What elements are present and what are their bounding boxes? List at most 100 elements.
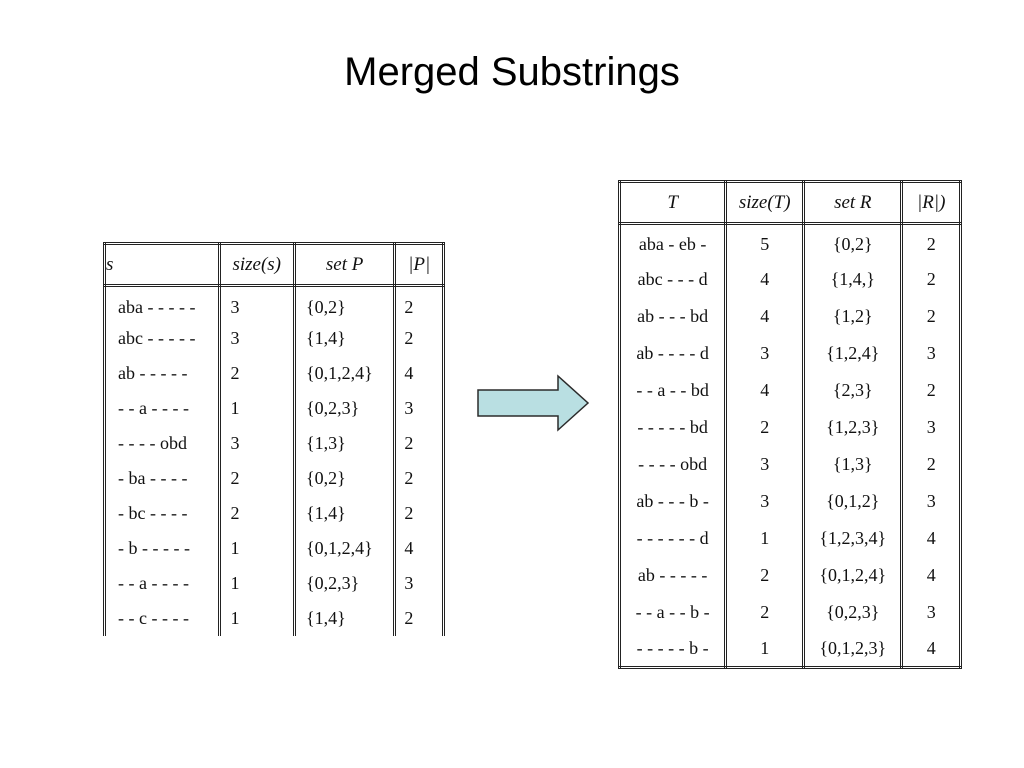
right-cell-string: - - - - - b - xyxy=(617,630,728,669)
left-cell-count: 2 xyxy=(394,460,445,496)
right-table-header-row: T size(T) set R |R|) xyxy=(617,180,962,225)
right-cell-count: 3 xyxy=(901,482,962,520)
left-cell-size: 1 xyxy=(219,600,296,636)
left-cell-string: ab - - - - - xyxy=(103,355,221,391)
right-cell-count: 2 xyxy=(901,260,962,298)
left-cell-count: 2 xyxy=(394,495,445,531)
left-cell-count: 2 xyxy=(394,425,445,461)
right-cell-set: {1,2,4} xyxy=(803,334,904,372)
right-cell-set: {1,2,3,4} xyxy=(803,519,904,557)
left-cell-set: {0,2} xyxy=(294,285,397,321)
right-arrow-icon xyxy=(477,374,590,432)
left-table-row: ab - - - - -2{0,1,2,4}4 xyxy=(103,355,445,391)
right-cell-string: ab - - - bd xyxy=(617,297,728,335)
right-cell-size: 4 xyxy=(725,260,806,298)
right-cell-string: ab - - - - - xyxy=(617,556,728,594)
left-cell-size: 2 xyxy=(219,460,296,496)
right-cell-size: 3 xyxy=(725,445,806,483)
right-cell-size: 1 xyxy=(725,630,806,669)
right-cell-size: 4 xyxy=(725,371,806,409)
right-table-row: ab - - - - -2{0,1,2,4}4 xyxy=(617,556,962,594)
right-cell-string: - - - - obd xyxy=(617,445,728,483)
right-cell-string: - - a - - bd xyxy=(617,371,728,409)
left-cell-size: 3 xyxy=(219,320,296,356)
left-cell-string: aba - - - - - xyxy=(103,285,221,321)
right-cell-set: {0,1,2,3} xyxy=(803,630,904,669)
right-cell-count: 3 xyxy=(901,593,962,631)
left-table-row: - - c - - - -1{1,4}2 xyxy=(103,600,445,636)
left-cell-size: 3 xyxy=(219,285,296,321)
left-cell-string: - - a - - - - xyxy=(103,565,221,601)
right-cell-count: 2 xyxy=(901,445,962,483)
right-cell-string: - - a - - b - xyxy=(617,593,728,631)
left-table-row: abc - - - - -3{1,4}2 xyxy=(103,320,445,356)
left-cell-count: 4 xyxy=(394,530,445,566)
left-table-row: - b - - - - -1{0,1,2,4}4 xyxy=(103,530,445,566)
right-cell-string: ab - - - - d xyxy=(617,334,728,372)
right-cell-set: {1,4,} xyxy=(803,260,904,298)
right-cell-size: 1 xyxy=(725,519,806,557)
right-table-row: - - - - - b -1{0,1,2,3}4 xyxy=(617,630,962,669)
left-cell-size: 1 xyxy=(219,390,296,426)
right-header-count: |R|) xyxy=(901,180,962,225)
left-cell-set: {0,2} xyxy=(294,460,397,496)
left-cell-set: {0,2,3} xyxy=(294,390,397,426)
left-table-row: aba - - - - -3{0,2}2 xyxy=(103,285,445,321)
left-cell-count: 4 xyxy=(394,355,445,391)
left-cell-size: 1 xyxy=(219,530,296,566)
left-header-size: size(s) xyxy=(219,242,296,287)
left-cell-string: - - - - obd xyxy=(103,425,221,461)
right-cell-count: 2 xyxy=(901,223,962,261)
right-cell-set: {0,1,2,4} xyxy=(803,556,904,594)
left-table-header-row: s size(s) set P |P| xyxy=(103,242,445,287)
left-cell-count: 3 xyxy=(394,565,445,601)
left-cell-set: {0,2,3} xyxy=(294,565,397,601)
left-cell-size: 3 xyxy=(219,425,296,461)
left-cell-set: {1,4} xyxy=(294,495,397,531)
right-cell-size: 2 xyxy=(725,556,806,594)
left-cell-string: - b - - - - - xyxy=(103,530,221,566)
left-cell-set: {1,4} xyxy=(294,600,397,636)
slide-title: Merged Substrings xyxy=(344,50,680,94)
right-cell-set: {0,2} xyxy=(803,223,904,261)
right-cell-count: 2 xyxy=(901,371,962,409)
left-table-row: - bc - - - -2{1,4}2 xyxy=(103,495,445,531)
left-table-row: - - a - - - -1{0,2,3}3 xyxy=(103,390,445,426)
right-cell-count: 4 xyxy=(901,519,962,557)
left-cell-set: {1,4} xyxy=(294,320,397,356)
right-cell-string: - - - - - bd xyxy=(617,408,728,446)
right-cell-set: {1,3} xyxy=(803,445,904,483)
left-header-s: s xyxy=(103,242,221,287)
right-header-size: size(T) xyxy=(725,180,806,225)
right-cell-set: {1,2,3} xyxy=(803,408,904,446)
right-cell-string: abc - - - d xyxy=(617,260,728,298)
right-cell-count: 2 xyxy=(901,297,962,335)
right-cell-set: {0,2,3} xyxy=(803,593,904,631)
left-cell-string: - - c - - - - xyxy=(103,600,221,636)
left-header-set-p: set P xyxy=(294,242,397,287)
left-cell-size: 2 xyxy=(219,355,296,391)
left-cell-count: 2 xyxy=(394,600,445,636)
left-cell-count: 3 xyxy=(394,390,445,426)
right-cell-count: 3 xyxy=(901,408,962,446)
right-cell-size: 2 xyxy=(725,593,806,631)
right-cell-set: {2,3} xyxy=(803,371,904,409)
left-table: s size(s) set P |P| aba - - - - -3{0,2}2… xyxy=(103,242,445,636)
right-cell-size: 3 xyxy=(725,482,806,520)
right-cell-size: 2 xyxy=(725,408,806,446)
right-table-row: - - a - - b -2{0,2,3}3 xyxy=(617,593,962,631)
left-cell-string: - ba - - - - xyxy=(103,460,221,496)
right-cell-string: ab - - - b - xyxy=(617,482,728,520)
right-cell-size: 4 xyxy=(725,297,806,335)
right-cell-size: 5 xyxy=(725,223,806,261)
left-cell-set: {1,3} xyxy=(294,425,397,461)
left-table-row: - - a - - - -1{0,2,3}3 xyxy=(103,565,445,601)
